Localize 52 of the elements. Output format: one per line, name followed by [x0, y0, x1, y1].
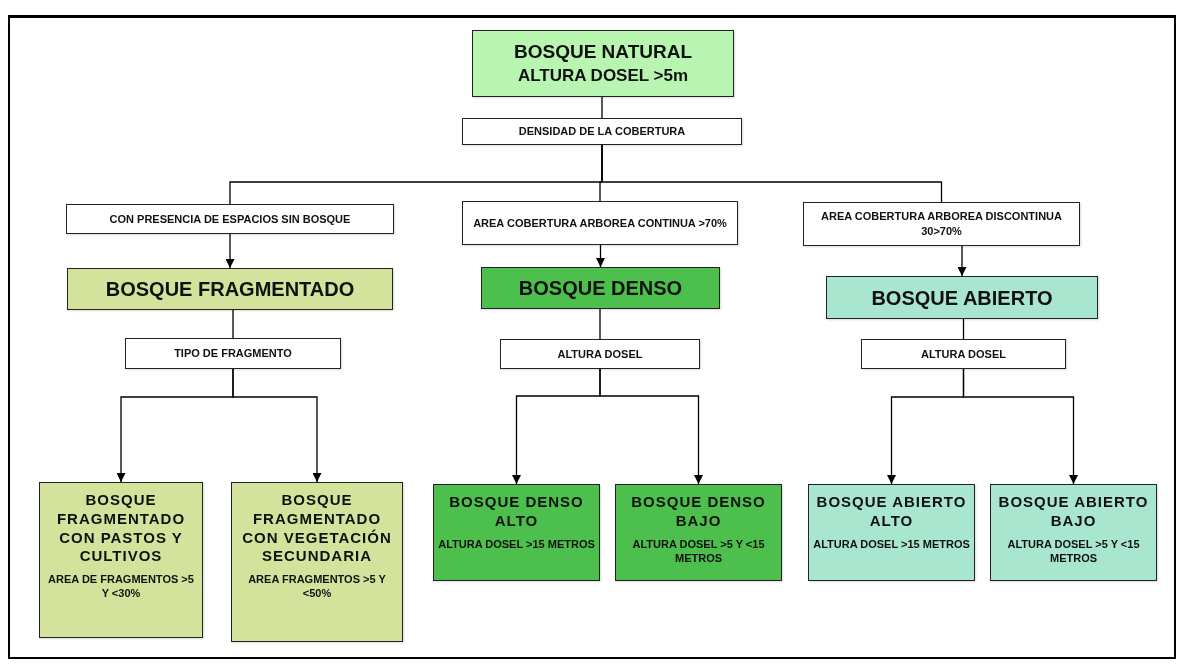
node-title: AREA COBERTURA ARBOREA DISCONTINUA 30>70% [820, 209, 1063, 239]
forest-class-box [826, 276, 1098, 319]
node-title: ALTURA DOSEL [921, 346, 1006, 362]
node-title: BOSQUE ABIERTO [871, 286, 1053, 309]
node-title: CON PRESENCIA DE ESPACIOS SIN BOSQUE [109, 211, 351, 227]
forest-class-box [615, 484, 782, 581]
arrow [232, 368, 322, 483]
criterion-box [861, 339, 1066, 369]
node-title: BOSQUE DENSO ALTO [448, 493, 585, 531]
forest-class-box [39, 482, 203, 638]
forest-class-box [481, 267, 720, 309]
arrow [957, 245, 967, 277]
node-title: BOSQUE NATURAL [513, 40, 692, 65]
arrow [599, 368, 703, 485]
criterion-box [803, 202, 1080, 246]
node-title: AREA COBERTURA ARBOREA CONTINUA >70% [473, 215, 727, 231]
node-title: BOSQUE FRAGMENTADO [105, 278, 355, 300]
forest-class-box [433, 484, 600, 581]
node-subtitle: ALTURA DOSEL >15 METROS [438, 536, 595, 551]
node-title: TIPO DE FRAGMENTO [174, 346, 292, 361]
connector-line [232, 309, 234, 339]
node-title: ALTURA DOSEL [557, 346, 643, 362]
node-subtitle: ALTURA DOSEL >5m [517, 66, 689, 87]
node-subtitle: ALTURA DOSEL >5 Y <15 METROS [631, 536, 766, 566]
criterion-box [462, 201, 738, 245]
node-title: BOSQUE ABIERTO ALTO [815, 493, 968, 531]
connector-line [599, 308, 601, 340]
node-title: BOSQUE FRAGMENTADO CON PASTOS Y CULTIVOS [55, 491, 187, 566]
node-subtitle: AREA DE FRAGMENTOS >5 Y <30% [47, 572, 195, 601]
forest-class-box [990, 484, 1157, 581]
forest-class-box [472, 30, 734, 97]
connector-line [601, 144, 943, 203]
arrow [962, 368, 1078, 485]
node-title: BOSQUE DENSO BAJO [630, 493, 767, 531]
criterion-box [500, 339, 700, 369]
criterion-box [462, 118, 742, 145]
arrow [596, 244, 605, 268]
forest-class-box [67, 268, 393, 310]
node-subtitle: ALTURA DOSEL >5 Y <15 METROS [1006, 536, 1141, 566]
connector-line [601, 96, 603, 119]
node-subtitle: ALTURA DOSEL >15 METROS [813, 536, 970, 551]
forest-class-box [231, 482, 403, 642]
arrow [225, 233, 235, 269]
forest-class-box [808, 484, 975, 581]
node-subtitle: AREA FRAGMENTOS >5 Y <50% [247, 572, 387, 601]
criterion-box [66, 204, 394, 234]
node-title: DENSIDAD DE LA COBERTURA [518, 124, 686, 139]
connector-line [962, 318, 965, 340]
criterion-box [125, 338, 341, 369]
node-title: BOSQUE ABIERTO BAJO [997, 493, 1150, 531]
node-title: BOSQUE FRAGMENTADO CON VEGETACIÓN SECUNDARIA [241, 491, 393, 566]
node-title: BOSQUE DENSO [518, 277, 683, 299]
